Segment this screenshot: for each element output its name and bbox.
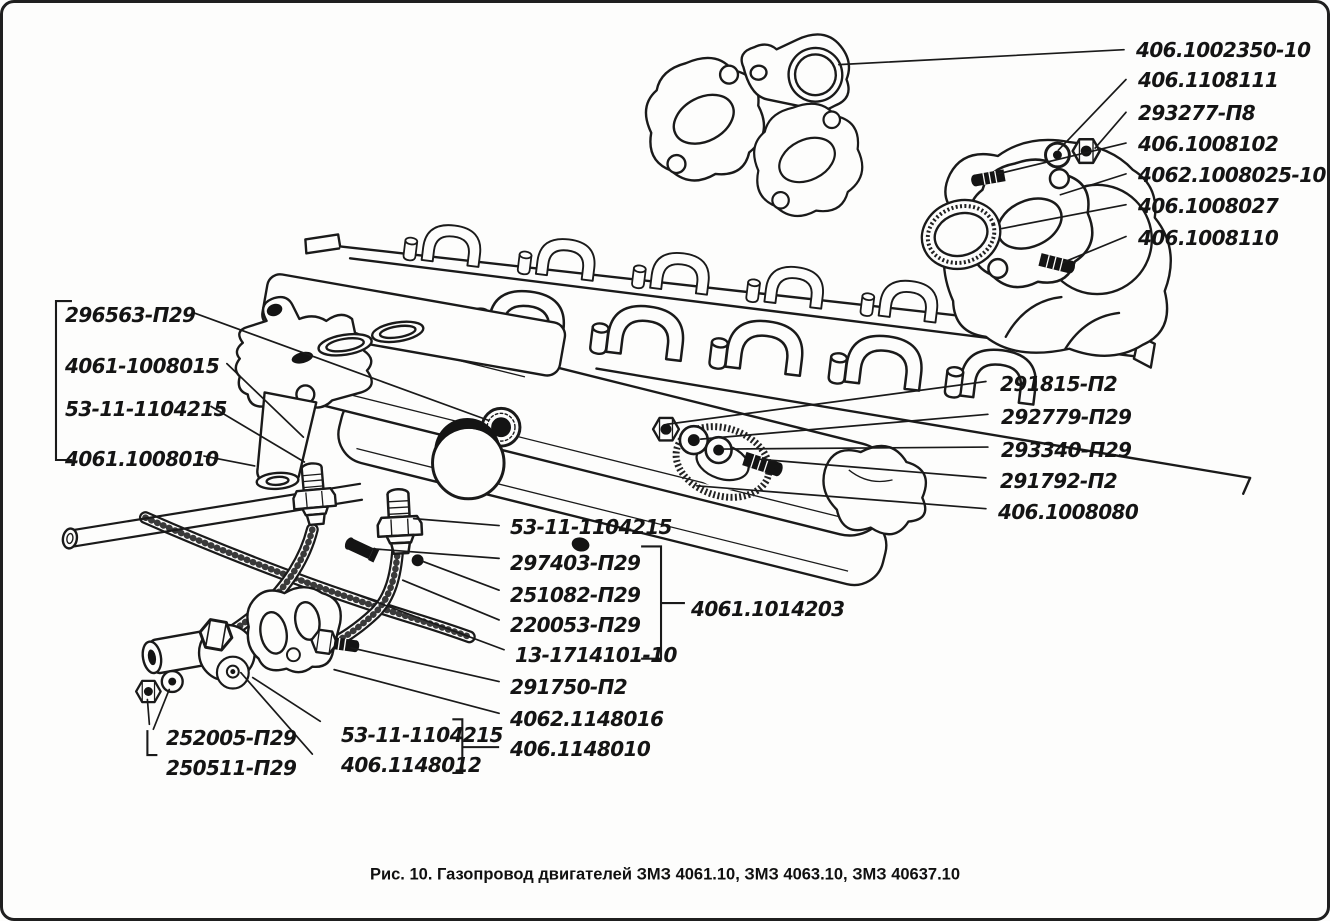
figure-caption: Рис. 10. Газопровод двигателей ЗМЗ 4061.… [369, 865, 961, 884]
union-fittings [289, 460, 425, 567]
part-number-callout: 4062.1148016 [510, 707, 664, 731]
washer-small [160, 669, 184, 694]
part-number-callout: 406.1008102 [1138, 132, 1279, 156]
part-number-callout: 406.1108111 [1138, 68, 1279, 92]
nut-pipeline [651, 416, 681, 442]
part-number-callout: 4061.1008010 [65, 447, 219, 471]
leader-lines [146, 48, 1127, 755]
part-number-callout: 406.1008110 [1138, 226, 1279, 250]
part-number-callout: 406.1002350-10 [1136, 38, 1311, 62]
part-number-callout: 293340-П29 [1001, 438, 1132, 462]
gasket-receiver [740, 33, 851, 113]
part-number-callout: 406.1148010 [510, 737, 651, 761]
part-number-callout: 291792-П2 [1000, 469, 1118, 493]
part-number-callout: 252005-П29 [166, 726, 297, 750]
grouping-brackets [54, 300, 685, 774]
part-number-callout: 291815-П2 [1000, 372, 1118, 396]
part-number-callout: 406.1148012 [341, 753, 482, 777]
manifold-flanges [639, 33, 867, 220]
part-number-callout: 293277-П8 [1138, 101, 1256, 125]
part-number-callout: 220053-П29 [510, 613, 641, 637]
gas-pipeline-body [234, 273, 927, 587]
part-number-callout: 291750-П2 [510, 675, 628, 699]
ball-valve-seat [411, 554, 424, 567]
part-number-callout: 406.1008027 [1138, 194, 1279, 218]
part-number-callout: 406.1008080 [998, 500, 1139, 524]
part-number-callout: 53-11-1104215 [65, 397, 227, 421]
part-number-callout: 4061.1014203 [691, 597, 845, 621]
washer-top [1044, 141, 1071, 169]
part-number-callout: 53-11-1104215 [510, 515, 672, 539]
stud-lower [1038, 253, 1076, 274]
part-number-callout: 251082-П29 [510, 583, 641, 607]
part-number-callout: 13-1714101-10 [515, 643, 677, 667]
bolt-small [344, 537, 380, 563]
part-number-callout: 4062.1008025-10 [1138, 163, 1326, 187]
intake-manifold [920, 137, 1172, 357]
stud-pipeline [742, 451, 783, 477]
diagram-artwork [54, 33, 1252, 774]
part-number-callout: 296563-П29 [65, 303, 196, 327]
nut-small [134, 679, 162, 704]
flange-2 [749, 99, 867, 220]
part-number-callout: 250511-П29 [166, 756, 297, 780]
part-number-callout: 292779-П29 [1001, 405, 1132, 429]
union-fitting-right [374, 486, 425, 556]
part-number-callout: 297403-П29 [510, 551, 641, 575]
manifold-gasket [920, 198, 1002, 271]
part-number-callout: 53-11-1104215 [341, 723, 503, 747]
shutoff-valve-assembly [134, 585, 360, 704]
part-number-callout: 4061-1008015 [65, 354, 220, 378]
